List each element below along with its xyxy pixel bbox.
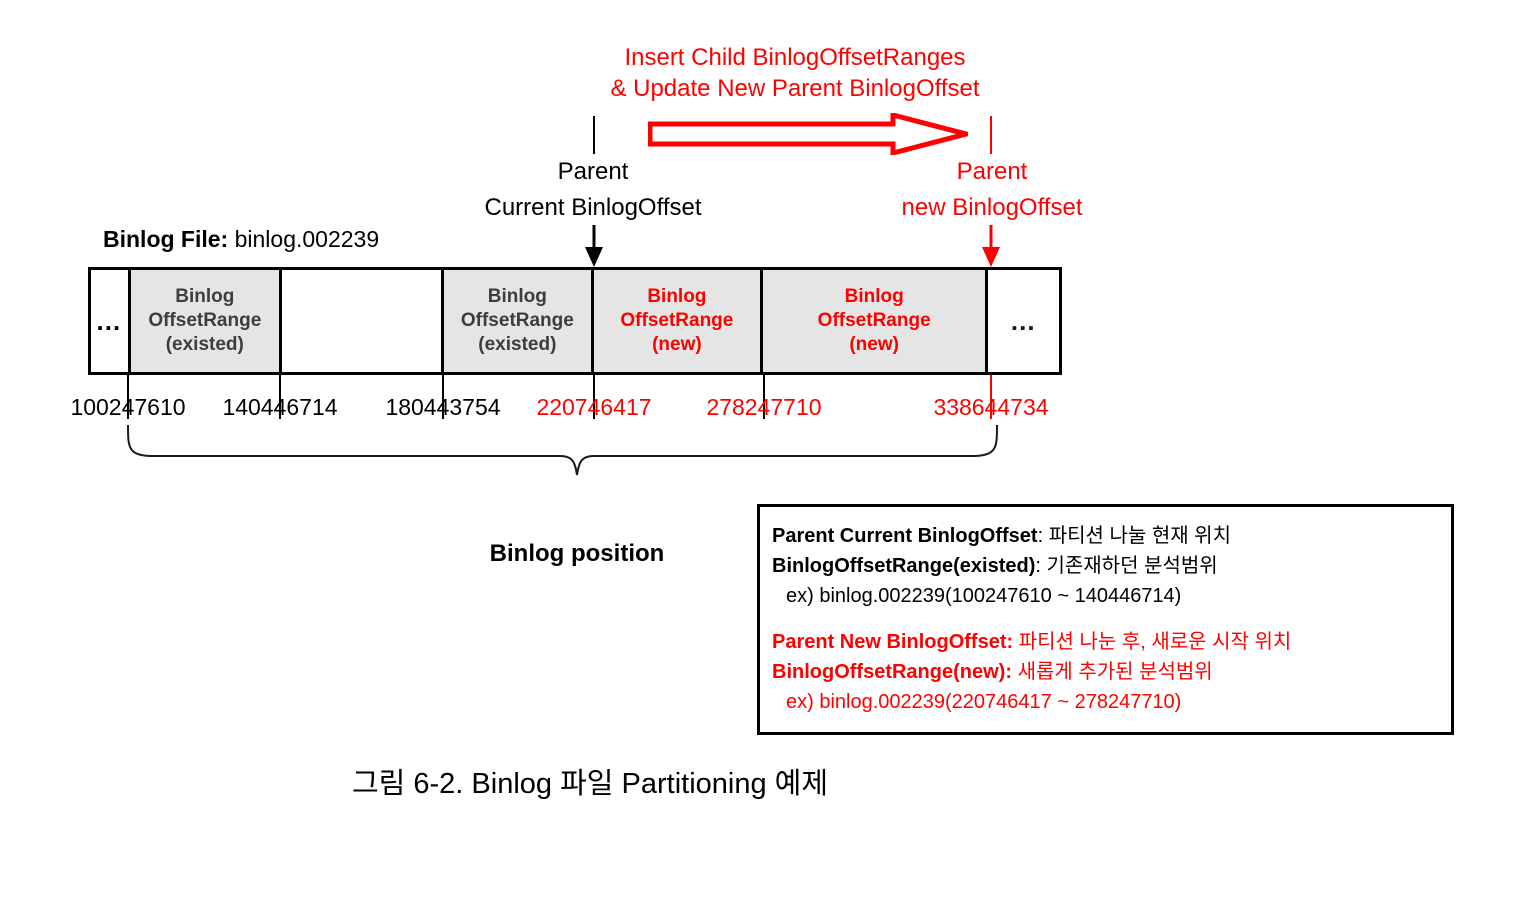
legend-group-existed: Parent Current BinlogOffset: 파티션 나눌 현재 위…	[772, 521, 1451, 611]
table-cell-gap	[281, 270, 444, 372]
trailing-ellipsis-text: …	[1009, 306, 1038, 336]
legend-new-value-1: 파티션 나눈 후, 새로운 시작 위치	[1018, 631, 1292, 653]
new-range-1-line-2: OffsetRange	[620, 310, 734, 331]
offset-value-4: 278247710	[706, 394, 822, 420]
offset-tick-100247610	[127, 375, 129, 419]
offset-tick-180443754	[442, 375, 444, 419]
legend-group-new: Parent New BinlogOffset: 파티션 나눈 후, 새로운 시…	[772, 627, 1451, 717]
binlog-offset-range-table: … Binlog OffsetRange (existed) Binlog Of…	[88, 267, 1062, 375]
table-cell-new-range-1: Binlog OffsetRange (new)	[593, 270, 763, 372]
figure-caption: 그림 6-2. Binlog 파일 Partitioning 예제	[351, 768, 829, 800]
legend-new-example: ex) binlog.002239(220746417 ~ 278247710)	[786, 691, 1182, 713]
existed-range-1-line-2: OffsetRange	[148, 310, 262, 331]
leading-ellipsis-text: …	[95, 306, 124, 336]
operation-caption-line-2: & Update New Parent BinlogOffset	[610, 75, 980, 102]
current-offset-guide-line	[593, 116, 595, 154]
existed-range-1-line-3: (existed)	[165, 334, 244, 355]
parent-new-binlogoffset-label: Parent new BinlogOffset	[842, 154, 1142, 226]
table-cell-existed-range-2: Binlog OffsetRange (existed)	[443, 270, 594, 372]
new-offset-down-arrow-icon	[980, 225, 1002, 267]
legend-box: Parent Current BinlogOffset: 파티션 나눌 현재 위…	[757, 504, 1454, 735]
existed-range-2-line-2: OffsetRange	[460, 310, 574, 331]
legend-existed-key-2: BinlogOffsetRange(existed)	[772, 555, 1036, 577]
legend-new-line-1: Parent New BinlogOffset: 파티션 나눈 후, 새로운 시…	[772, 627, 1451, 657]
parent-current-label-line-2: Current BinlogOffset	[484, 194, 702, 221]
binlog-file-name: binlog.002239	[234, 226, 380, 252]
legend-existed-value-1: 파티션 나눌 현재 위치	[1048, 525, 1231, 547]
parent-new-label-line-2: new BinlogOffset	[901, 194, 1083, 221]
legend-existed-example: ex) binlog.002239(100247610 ~ 140446714)	[786, 585, 1182, 607]
offset-tick-338644734	[990, 375, 992, 419]
insert-operation-arrow-icon	[647, 111, 976, 157]
offset-value-3: 220746417	[536, 394, 652, 420]
legend-existed-sep-2: :	[1035, 555, 1047, 577]
parent-new-label-line-1: Parent	[956, 158, 1028, 185]
new-range-1-line-1: Binlog	[647, 286, 707, 307]
legend-existed-sep-1: :	[1037, 525, 1049, 547]
legend-new-line-3: ex) binlog.002239(220746417 ~ 278247710)	[772, 687, 1451, 717]
legend-existed-line-3: ex) binlog.002239(100247610 ~ 140446714)	[772, 581, 1451, 611]
legend-new-key-1: Parent New BinlogOffset:	[772, 631, 1014, 653]
offset-tick-140446714	[279, 375, 281, 419]
parent-current-label-line-1: Parent	[557, 158, 629, 185]
offset-value-2: 180443754	[385, 394, 501, 420]
offset-tick-278247710	[763, 375, 765, 419]
legend-existed-line-2: BinlogOffsetRange(existed): 기존재하던 분석범위	[772, 551, 1451, 581]
new-range-2-line-3: (new)	[849, 334, 899, 355]
current-offset-down-arrow-icon	[583, 225, 605, 267]
new-range-2-line-1: Binlog	[844, 286, 904, 307]
existed-range-2-line-1: Binlog	[487, 286, 547, 307]
binlog-position-brace	[120, 424, 1005, 505]
table-cell-existed-range-1: Binlog OffsetRange (existed)	[130, 270, 282, 372]
legend-existed-value-2: 기존재하던 분석범위	[1046, 555, 1218, 577]
legend-new-key-2: BinlogOffsetRange(new):	[772, 661, 1012, 683]
offset-value-5: 338644734	[933, 394, 1049, 420]
new-offset-guide-line	[990, 116, 992, 154]
legend-existed-key-1: Parent Current BinlogOffset	[772, 525, 1038, 547]
legend-new-line-2: BinlogOffsetRange(new): 새롭게 추가된 분석범위	[772, 657, 1451, 687]
binlog-position-label: Binlog position	[489, 540, 665, 567]
existed-range-1-line-1: Binlog	[175, 286, 235, 307]
table-cell-trailing-ellipsis: …	[988, 270, 1059, 372]
new-range-2-line-2: OffsetRange	[817, 310, 931, 331]
table-cell-new-range-2: Binlog OffsetRange (new)	[762, 270, 989, 372]
binlog-file-title: Binlog File: binlog.002239	[103, 226, 379, 253]
offset-value-0: 100247610	[70, 394, 186, 420]
operation-caption: Insert Child BinlogOffsetRanges & Update…	[560, 42, 1030, 104]
parent-current-binlogoffset-label: Parent Current BinlogOffset	[443, 154, 743, 226]
operation-caption-line-1: Insert Child BinlogOffsetRanges	[624, 44, 966, 71]
legend-existed-line-1: Parent Current BinlogOffset: 파티션 나눌 현재 위…	[772, 521, 1451, 551]
legend-new-value-2: 새롭게 추가된 분석범위	[1017, 661, 1213, 683]
existed-range-2-line-3: (existed)	[478, 334, 557, 355]
offset-tick-220746417	[593, 375, 595, 419]
table-cell-leading-ellipsis: …	[91, 270, 131, 372]
binlog-file-label: Binlog File:	[103, 226, 229, 252]
new-range-1-line-3: (new)	[652, 334, 702, 355]
offset-value-1: 140446714	[222, 394, 338, 420]
